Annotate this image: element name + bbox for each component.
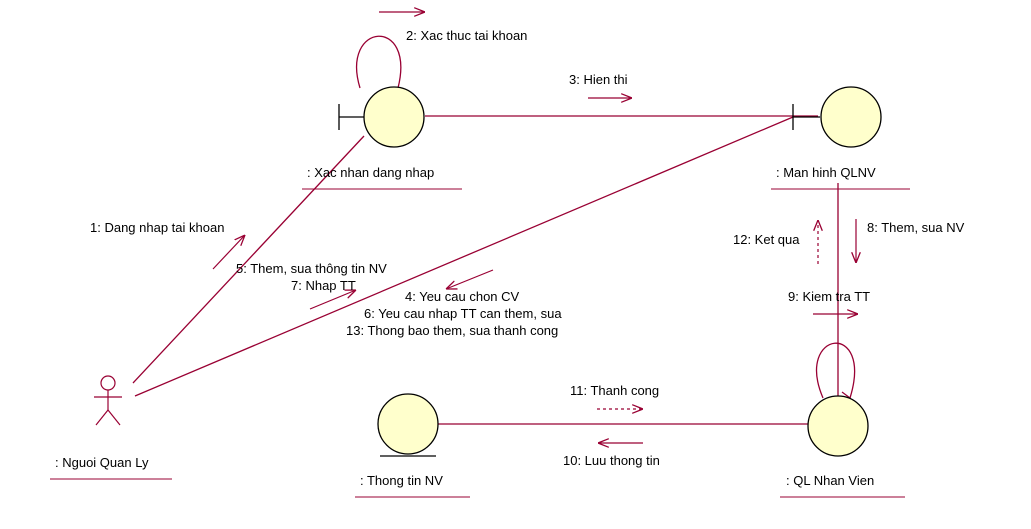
object-name-actor: : Nguoi Quan Ly (55, 455, 149, 470)
message-label-m6: 6: Yeu cau nhap TT can them, sua (364, 306, 562, 321)
message-label-m8: 8: Them, sua NV (867, 220, 965, 235)
object-actor[interactable]: : Nguoi Quan Ly (50, 375, 172, 480)
object-name-nv-control: : QL Nhan Vien (786, 473, 874, 488)
message-label-m13: 13: Thong bao them, sua thanh cong (346, 323, 558, 338)
entity-icon (377, 393, 439, 457)
message-label-m3: 3: Hien thi (569, 72, 628, 87)
message-label-m9: 9: Kiem tra TT (788, 289, 870, 304)
boundary-icon (338, 86, 425, 148)
object-name-login-boundary: : Xac nhan dang nhap (307, 165, 434, 180)
message-label-m1: 1: Dang nhap tai khoan (90, 220, 224, 235)
object-qlnv-screen[interactable]: : Man hinh QLNV (771, 86, 910, 190)
message-label-m12: 12: Ket qua (733, 232, 800, 247)
object-nv-control[interactable]: : QL Nhan Vien (780, 395, 905, 498)
arrow-m4 (446, 269, 494, 289)
link-login-selfloop (356, 35, 402, 89)
boundary-icon (792, 86, 882, 148)
arrow-m7 (309, 290, 356, 310)
message-label-m5: 5: Them, sua thông tin NV (236, 261, 387, 276)
object-login-boundary[interactable]: : Xac nhan dang nhap (302, 86, 462, 190)
message-label-m11: 11: Thanh cong (570, 383, 659, 398)
message-labels: 2: Xac thuc tai khoan 3: Hien thi 1: Dan… (90, 28, 965, 468)
message-label-m4: 4: Yeu cau chon CV (405, 289, 520, 304)
arrow-m1 (212, 235, 245, 270)
links (132, 35, 856, 425)
object-nv-entity[interactable]: : Thong tin NV (355, 393, 470, 498)
link-control-selfloop (816, 342, 856, 399)
message-label-m7: 7: Nhap TT (291, 278, 356, 293)
message-label-m2: 2: Xac thuc tai khoan (406, 28, 527, 43)
object-name-qlnv-screen: : Man hinh QLNV (776, 165, 876, 180)
actor-icon (94, 375, 122, 426)
object-name-nv-entity: : Thong tin NV (360, 473, 443, 488)
link-actor-login (132, 135, 365, 384)
message-label-m10: 10: Luu thong tin (563, 453, 660, 468)
link-actor-qlnv (134, 116, 794, 397)
message-arrows (212, 12, 858, 443)
control-icon (807, 395, 869, 457)
